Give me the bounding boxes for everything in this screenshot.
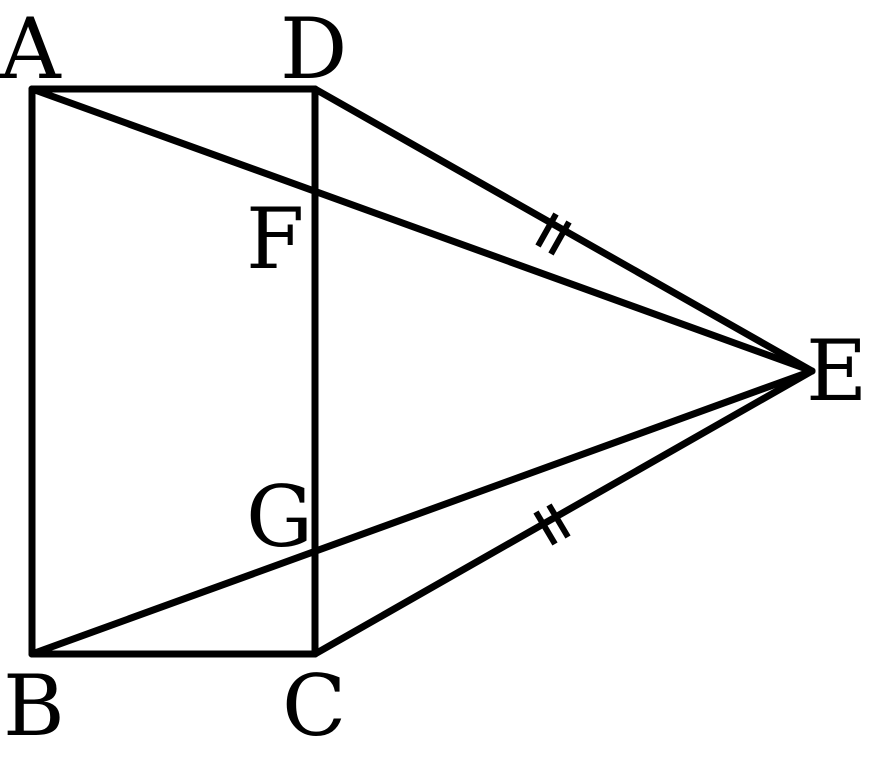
segment-ae bbox=[28, 85, 816, 375]
label-c: C bbox=[282, 657, 346, 755]
label-d: D bbox=[280, 0, 347, 98]
segment-be bbox=[28, 367, 816, 658]
label-g: G bbox=[246, 468, 313, 566]
label-f: F bbox=[246, 190, 304, 288]
label-b: B bbox=[3, 657, 65, 755]
equal-mark-ce bbox=[533, 503, 571, 546]
segment-ce bbox=[311, 367, 816, 658]
label-a: A bbox=[0, 0, 62, 98]
label-e: E bbox=[806, 322, 867, 420]
equal-mark-de bbox=[535, 212, 572, 256]
